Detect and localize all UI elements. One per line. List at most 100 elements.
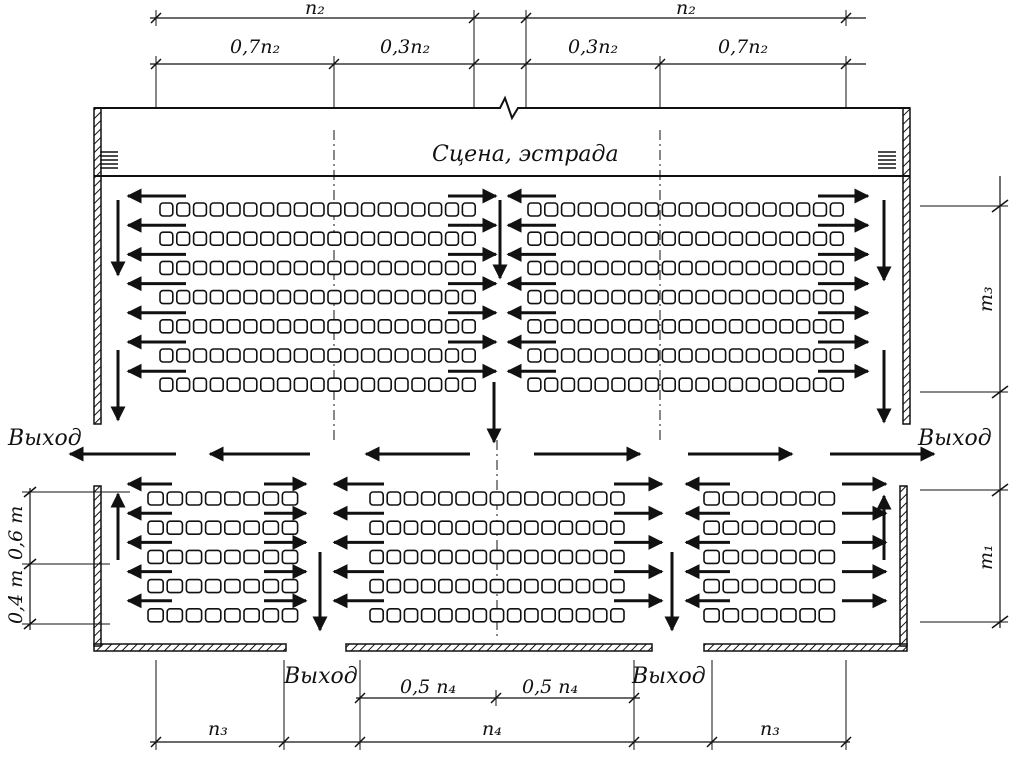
seat bbox=[489, 578, 505, 594]
seat bbox=[310, 231, 325, 246]
seat bbox=[745, 318, 761, 334]
seat bbox=[741, 607, 759, 623]
seat bbox=[411, 318, 426, 334]
seat bbox=[812, 202, 828, 217]
seat bbox=[523, 578, 539, 594]
seat bbox=[818, 578, 836, 594]
seat bbox=[209, 202, 224, 217]
bottom-wall-center bbox=[345, 643, 653, 652]
seat bbox=[444, 318, 460, 334]
seat bbox=[461, 377, 476, 393]
stage-back-wall bbox=[94, 95, 910, 121]
seat bbox=[762, 202, 777, 217]
seat bbox=[411, 231, 426, 246]
seat bbox=[159, 289, 174, 305]
seat bbox=[472, 520, 488, 536]
seat bbox=[243, 260, 258, 276]
seat bbox=[293, 377, 308, 393]
seat bbox=[327, 318, 342, 334]
seat bbox=[779, 289, 794, 305]
seat bbox=[420, 578, 436, 594]
seat bbox=[420, 607, 436, 623]
seat bbox=[728, 231, 744, 246]
seat bbox=[369, 607, 384, 623]
seat bbox=[411, 289, 426, 305]
seat bbox=[369, 578, 384, 594]
seat bbox=[243, 348, 258, 363]
seat bbox=[594, 231, 609, 246]
seat bbox=[262, 607, 280, 623]
seat bbox=[560, 377, 576, 393]
seat bbox=[818, 520, 836, 536]
seat bbox=[760, 549, 778, 565]
seat bbox=[575, 607, 591, 623]
dim-top-left-total: n₂ bbox=[305, 0, 325, 19]
seat bbox=[627, 348, 643, 363]
seat bbox=[760, 520, 778, 536]
seat bbox=[185, 578, 203, 594]
seat bbox=[455, 549, 470, 565]
dim-top-right-total: n₂ bbox=[676, 0, 696, 19]
seat bbox=[678, 377, 693, 393]
seat bbox=[386, 578, 402, 594]
seat bbox=[611, 260, 626, 276]
seat bbox=[644, 231, 660, 246]
seat bbox=[711, 202, 727, 217]
seat bbox=[762, 231, 777, 246]
seat bbox=[360, 289, 376, 305]
seat bbox=[310, 202, 325, 217]
seat bbox=[829, 348, 845, 363]
seat bbox=[678, 318, 693, 334]
seat bbox=[627, 260, 643, 276]
seat bbox=[506, 607, 522, 623]
dim-left-upper: 0,6 m bbox=[5, 506, 27, 560]
seat bbox=[661, 231, 677, 246]
seat bbox=[276, 260, 292, 276]
seat bbox=[176, 202, 191, 217]
seat bbox=[327, 231, 342, 246]
seat bbox=[543, 377, 559, 393]
seat bbox=[577, 231, 593, 246]
seat bbox=[795, 260, 811, 276]
left-upper-wall bbox=[93, 107, 102, 425]
seat bbox=[722, 549, 740, 565]
seat bbox=[166, 607, 184, 623]
seat bbox=[224, 491, 241, 506]
seat bbox=[147, 549, 164, 565]
seat bbox=[259, 202, 275, 217]
seat bbox=[829, 202, 845, 217]
seat bbox=[527, 260, 542, 276]
seat bbox=[472, 578, 488, 594]
seat bbox=[394, 318, 409, 334]
seat bbox=[243, 318, 258, 334]
seat bbox=[281, 578, 299, 594]
seat bbox=[185, 607, 203, 623]
seat bbox=[192, 260, 208, 276]
exit-bottom-left-label: Выход bbox=[283, 664, 358, 689]
seat bbox=[543, 289, 559, 305]
seat bbox=[575, 491, 591, 506]
seat bbox=[243, 578, 260, 594]
seat bbox=[455, 520, 470, 536]
seat bbox=[678, 202, 693, 217]
seat bbox=[147, 607, 164, 623]
seat bbox=[209, 289, 224, 305]
seat bbox=[209, 260, 224, 276]
seat bbox=[560, 260, 576, 276]
seat bbox=[779, 520, 797, 536]
seat bbox=[259, 377, 275, 393]
seat bbox=[327, 289, 342, 305]
dim-right-lower: m₁ bbox=[975, 544, 997, 570]
seat bbox=[310, 348, 325, 363]
seat bbox=[420, 491, 436, 506]
seat bbox=[829, 318, 845, 334]
seat bbox=[745, 289, 761, 305]
seat bbox=[166, 491, 184, 506]
seat bbox=[609, 578, 625, 594]
seat bbox=[411, 260, 426, 276]
seat bbox=[678, 348, 693, 363]
seat bbox=[594, 377, 609, 393]
left-lower-wall bbox=[93, 485, 102, 647]
seat bbox=[489, 491, 505, 506]
seat bbox=[159, 348, 174, 363]
